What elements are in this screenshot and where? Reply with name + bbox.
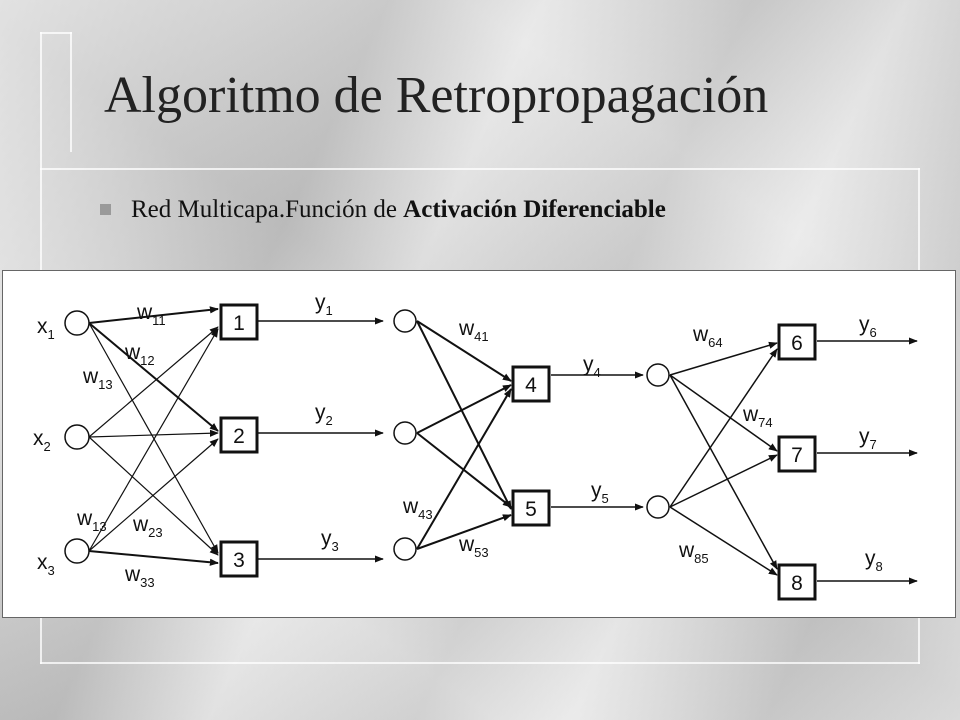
node-circle-y3 xyxy=(393,537,417,561)
label-y8: y8 xyxy=(865,547,883,574)
label-w11: w11 xyxy=(136,301,166,328)
label-y2: y2 xyxy=(315,401,333,428)
bullet-item: Red Multicapa.Función de Activación Dife… xyxy=(100,196,666,224)
edge-c3-5 xyxy=(416,514,512,550)
neuron-8-label: 8 xyxy=(791,572,803,595)
edge-c1-5 xyxy=(416,320,512,510)
label-x3: x3 xyxy=(37,551,55,578)
output-neurons: 6 7 8 xyxy=(777,323,817,601)
label-w64: w64 xyxy=(692,323,723,350)
edge-c4-8 xyxy=(669,374,778,570)
node-circle-y5 xyxy=(646,495,670,519)
label-w13-top: w13 xyxy=(82,365,113,392)
label-x1: x1 xyxy=(37,315,55,342)
neuron-6-box xyxy=(777,323,817,361)
label-y7: y7 xyxy=(859,425,877,452)
neuron-3-box xyxy=(219,540,259,578)
input-node-x3 xyxy=(64,538,90,564)
node-circle-y2 xyxy=(393,421,417,445)
bullet-emphasis: Activación Diferenciable xyxy=(403,196,666,223)
output-labels: y1 y2 y3 y4 y5 y6 y7 y8 xyxy=(315,291,883,574)
label-w41: w41 xyxy=(458,317,489,344)
connections-layer1-outputs xyxy=(258,317,384,563)
bullet-text: Red Multicapa.Función de xyxy=(131,196,404,223)
edge-c1-4 xyxy=(416,320,512,382)
neuron-4-label: 4 xyxy=(525,374,537,397)
edge-c3-4 xyxy=(416,388,512,550)
neuron-7-label: 7 xyxy=(791,444,803,467)
edge-x2-2 xyxy=(88,429,219,438)
label-w23: w23 xyxy=(132,513,163,540)
label-w53: w53 xyxy=(458,533,489,560)
neuron-8-box xyxy=(777,563,817,601)
edge-x1-3 xyxy=(88,322,219,554)
label-w13-bottom: w13 xyxy=(76,507,107,534)
neuron-5-box xyxy=(511,489,551,527)
frame-horizontal-mid xyxy=(40,168,920,170)
edge-x3-1 xyxy=(88,328,219,552)
connections-final-outputs xyxy=(817,337,918,585)
node-circle-y1 xyxy=(393,309,417,333)
frame-bottom xyxy=(40,662,920,664)
label-y3: y3 xyxy=(321,527,339,554)
neuron-4-box xyxy=(511,365,551,403)
neuron-5-label: 5 xyxy=(525,498,537,521)
label-y1: y1 xyxy=(315,291,333,318)
edge-c5-7 xyxy=(669,454,778,508)
connections-layer2-outputs xyxy=(551,371,644,511)
neuron-6-label: 6 xyxy=(791,332,803,355)
frame-vertical-inner xyxy=(70,32,72,152)
edge-x2-1 xyxy=(88,326,219,438)
network-diagram: 1 2 3 4 5 6 7 8 x1 x2 x3 y1 y2 y3 y4 y5 … xyxy=(2,270,956,618)
layer1-neurons: 1 2 3 xyxy=(219,303,259,578)
edge-c5-6 xyxy=(669,348,778,508)
label-y5: y5 xyxy=(591,479,609,506)
edge-x1-1 xyxy=(88,306,219,324)
intermediate-nodes xyxy=(393,309,670,561)
label-w74: w74 xyxy=(742,403,773,430)
edge-c2-4 xyxy=(416,384,512,434)
input-node-x2 xyxy=(64,424,90,450)
connections-layer2-output-layer xyxy=(669,341,778,576)
slide-title: Algoritmo de Retropropagación xyxy=(104,67,769,124)
network-svg: 1 2 3 4 5 6 7 8 x1 x2 x3 y1 y2 y3 y4 y5 … xyxy=(33,291,918,601)
input-nodes xyxy=(64,310,90,564)
connections-layer1-layer2 xyxy=(416,320,512,550)
neuron-1-box xyxy=(219,303,259,341)
label-w12: w12 xyxy=(124,341,155,368)
input-node-x1 xyxy=(64,310,90,336)
input-labels: x1 x2 x3 xyxy=(33,315,55,578)
neuron-3-label: 3 xyxy=(233,549,245,572)
edge-x3-2 xyxy=(88,438,219,552)
label-y4: y4 xyxy=(583,353,601,380)
frame-top xyxy=(40,32,72,34)
label-y6: y6 xyxy=(859,313,877,340)
edge-c5-8 xyxy=(669,506,778,576)
neuron-2-box xyxy=(219,416,259,454)
label-w43: w43 xyxy=(402,495,433,522)
square-bullet-icon xyxy=(100,203,111,215)
label-w33: w33 xyxy=(124,563,155,590)
edge-x2-3 xyxy=(88,436,219,556)
label-w85: w85 xyxy=(678,539,709,566)
node-circle-y4 xyxy=(646,363,670,387)
neuron-1-label: 1 xyxy=(233,312,245,335)
neuron-2-label: 2 xyxy=(233,425,245,448)
label-x2: x2 xyxy=(33,427,51,454)
edge-x1-2 xyxy=(88,322,219,432)
weight-labels: w11 w12 w13 w13 w23 w33 w41 w43 w53 w64 … xyxy=(76,301,773,590)
connections-input-layer1 xyxy=(88,306,219,566)
edge-c4-7 xyxy=(669,374,778,452)
layer2-neurons: 4 5 xyxy=(511,365,551,527)
edge-x3-3 xyxy=(88,550,219,566)
neuron-7-box xyxy=(777,435,817,473)
edge-c4-6 xyxy=(669,341,778,376)
